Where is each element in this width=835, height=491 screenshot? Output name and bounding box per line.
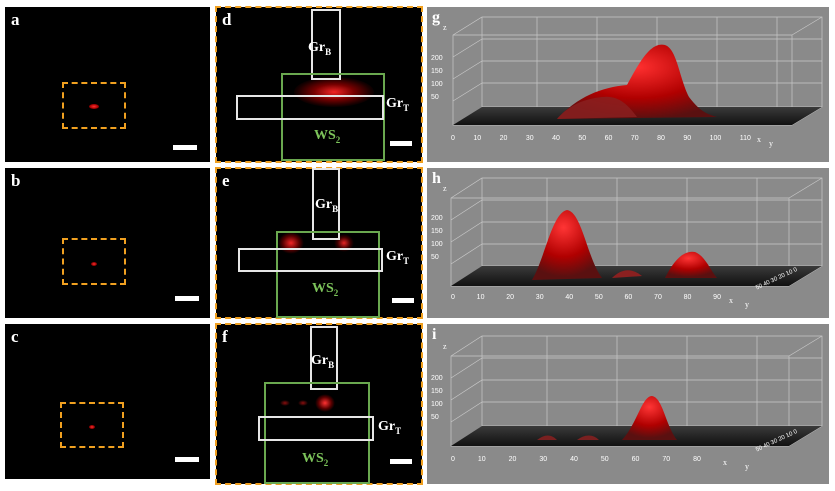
ws2-outline (264, 382, 370, 484)
panel-c: c (5, 324, 210, 479)
emission-spot-main (315, 394, 335, 412)
panel-label: e (222, 171, 230, 190)
panel-label: h (432, 170, 441, 187)
z-axis-label: z (443, 342, 447, 351)
emission-spot (89, 425, 95, 429)
surface-peak-main (622, 396, 677, 440)
panel-label: a (11, 10, 20, 29)
scale-bar (390, 141, 412, 146)
panel-label: c (11, 327, 19, 346)
panel-label: g (432, 9, 440, 26)
gr-b-label: GrB (311, 353, 335, 370)
gr-b-outline (311, 9, 341, 80)
gr-t-label: GrT (386, 96, 410, 113)
y-axis-label: y (745, 300, 749, 309)
surface-peak-small-2 (665, 251, 717, 278)
gr-t-outline (236, 95, 384, 120)
gr-b-outline (312, 168, 340, 240)
gr-t-outline (258, 416, 374, 441)
surface-peak-small-1 (612, 270, 642, 278)
surface-lobe (557, 96, 637, 119)
ws2-label: WS2 (302, 451, 329, 468)
panel-label: i (432, 326, 437, 343)
x-axis-label: x (723, 458, 727, 467)
ws2-label: WS2 (314, 128, 341, 145)
gr-b-label: GrB (315, 197, 339, 214)
panel-label: d (222, 10, 232, 29)
surface-peak-main (532, 210, 602, 280)
panel-label: b (11, 171, 21, 190)
z-axis-label: z (443, 184, 447, 193)
gr-b-outline (310, 326, 338, 390)
panel-label: f (222, 327, 228, 346)
selection-box (62, 82, 126, 129)
emission-spot (89, 104, 99, 109)
surface-peak-small-2 (577, 435, 599, 440)
ws2-outline (276, 231, 380, 318)
y-axis-label: y (745, 462, 749, 471)
selection-box (62, 238, 126, 285)
gr-t-label: GrT (386, 249, 410, 266)
y-axis-label: y (769, 139, 773, 148)
panel-b: b (5, 168, 210, 318)
scale-bar (175, 457, 199, 462)
gr-t-outline (238, 248, 383, 272)
emission-spot (91, 262, 97, 266)
scale-bar (392, 298, 414, 303)
ws2-outline (281, 73, 385, 161)
surface-peak-small-1 (537, 435, 557, 440)
emission-spot-faint-1 (280, 400, 290, 406)
emission-spot-faint-2 (298, 400, 308, 406)
ws2-label: WS2 (312, 281, 339, 298)
scale-bar (173, 145, 197, 150)
x-axis-label: x (729, 296, 733, 305)
z-axis-label: z (443, 23, 447, 32)
scale-bar (390, 459, 412, 464)
panel-e: e GrB GrT WS2 (215, 167, 423, 319)
gr-b-label: GrB (308, 40, 332, 57)
emission-spot (294, 77, 374, 107)
gr-t-label: GrT (378, 419, 402, 436)
panel-d: d GrB GrT WS2 (215, 6, 423, 163)
x-axis-label: x (757, 135, 761, 144)
scale-bar (175, 296, 199, 301)
panel-f: f GrB GrT WS2 (215, 323, 423, 485)
panel-a: a (5, 7, 210, 162)
selection-box (60, 402, 124, 448)
